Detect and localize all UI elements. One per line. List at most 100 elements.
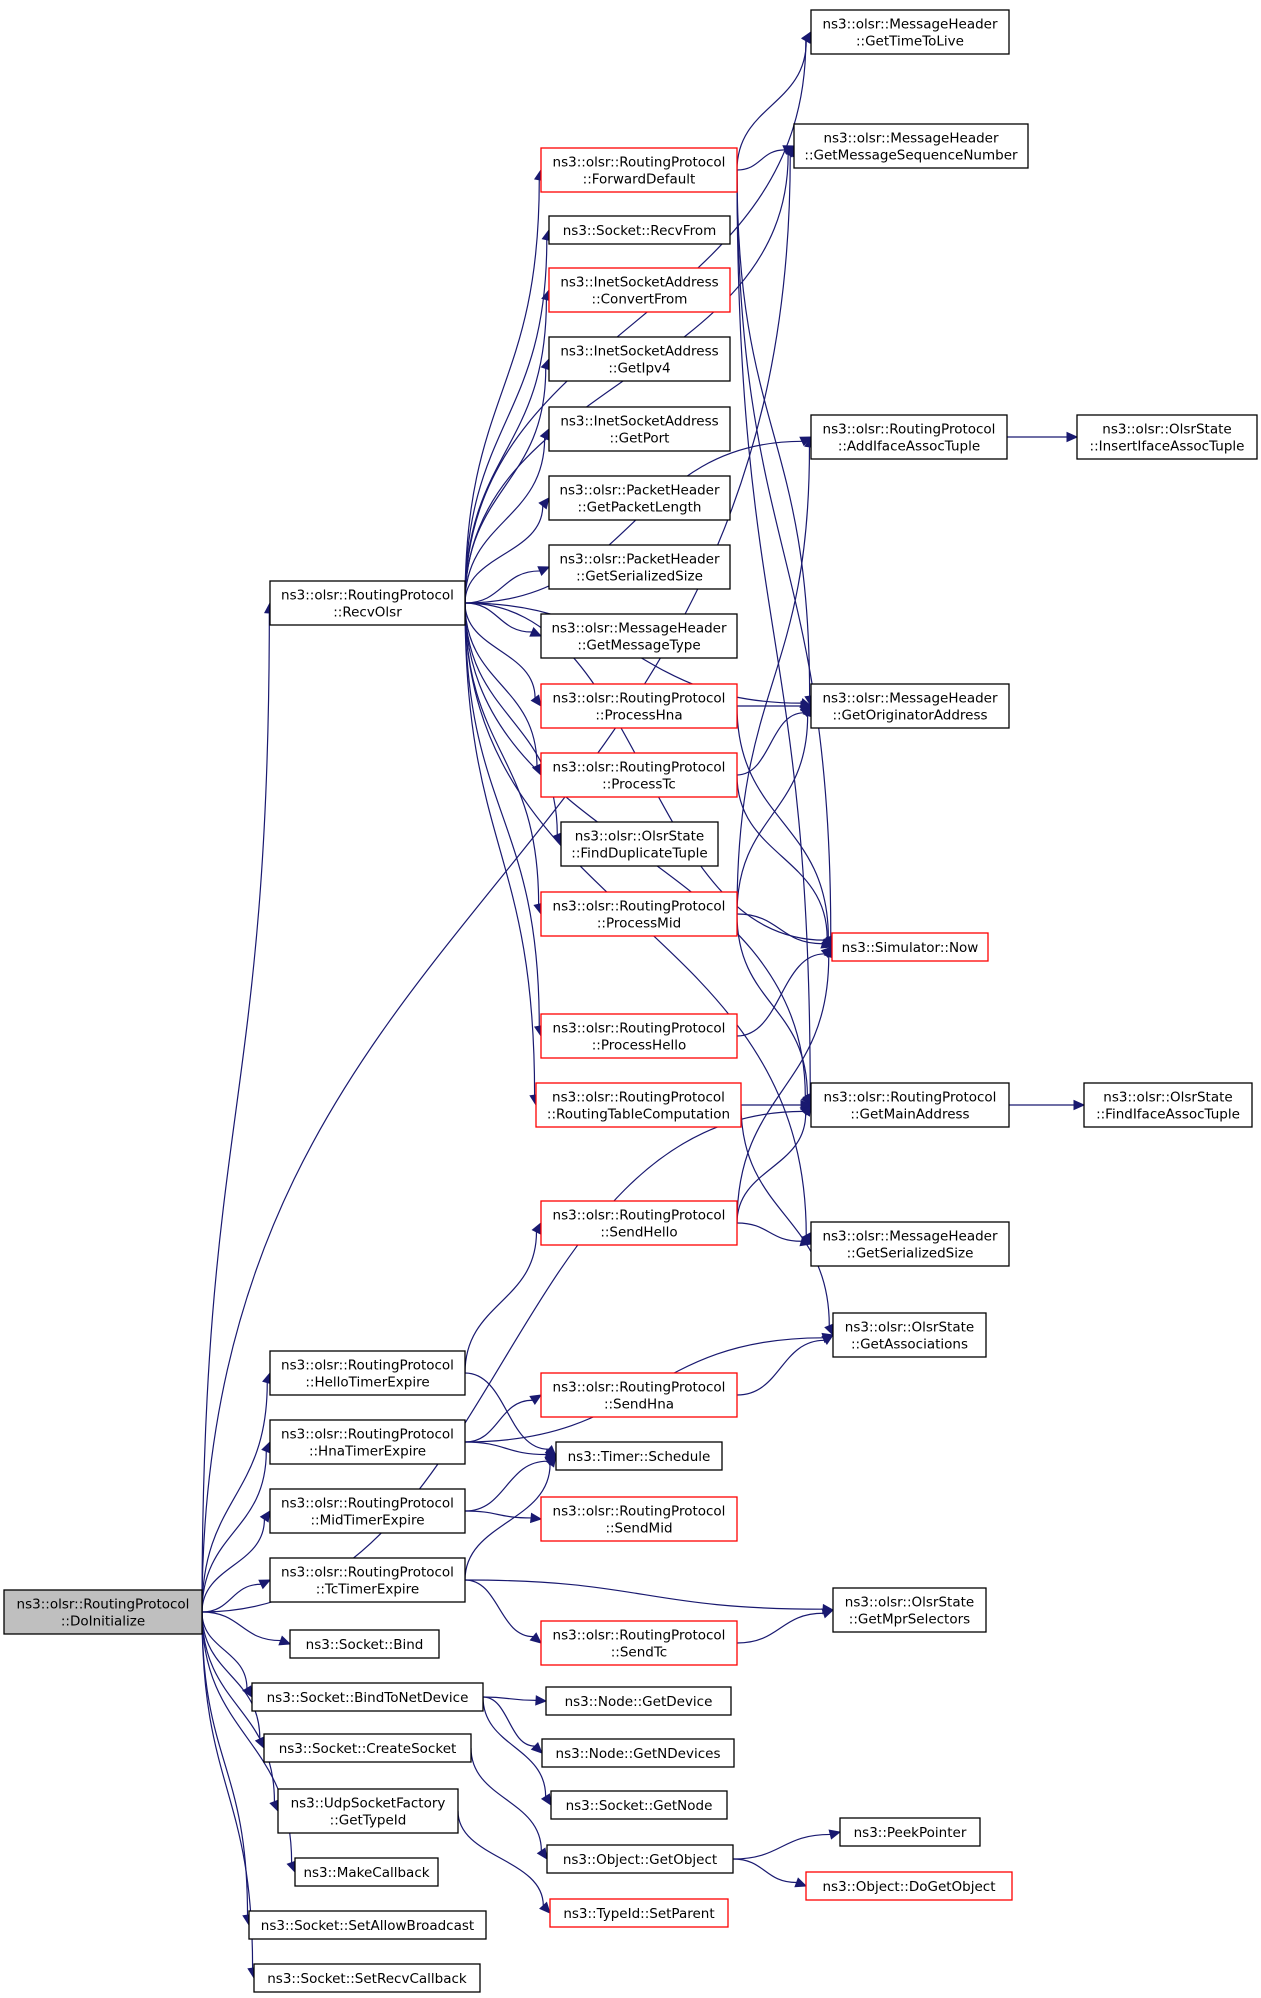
node-box (540, 683, 738, 729)
node-doinit[interactable]: ns3::olsr::RoutingProtocol::DoInitialize (3, 1589, 203, 1635)
node-recvolsr[interactable]: ns3::olsr::RoutingProtocol::RecvOlsr (269, 580, 466, 626)
node-label: ::RoutingTableComputation (547, 1107, 730, 1123)
node-msgserialsize[interactable]: ns3::olsr::MessageHeader::GetSerializedS… (810, 1221, 1010, 1267)
node-box (540, 891, 738, 937)
node-objdogetobject[interactable]: ns3::Object::DoGetObject (805, 1871, 1013, 1901)
node-findduplicate[interactable]: ns3::olsr::OlsrState::FindDuplicateTuple (560, 821, 719, 867)
node-label: ns3::olsr::RoutingProtocol (823, 422, 996, 438)
node-setrecvcallback[interactable]: ns3::Socket::SetRecvCallback (253, 1963, 481, 1993)
node-getmainaddr[interactable]: ns3::olsr::RoutingProtocol::GetMainAddre… (810, 1082, 1010, 1128)
node-label: ::GetMainAddress (850, 1107, 969, 1123)
node-getmessagetype[interactable]: ns3::olsr::MessageHeader::GetMessageType (540, 613, 738, 659)
node-gettimetolive[interactable]: ns3::olsr::MessageHeader::GetTimeToLive (810, 9, 1010, 55)
node-socketbind[interactable]: ns3::Socket::Bind (289, 1629, 440, 1659)
node-objgetobject[interactable]: ns3::Object::GetObject (546, 1844, 734, 1874)
node-box (832, 1587, 987, 1633)
arrow-head (539, 1901, 551, 1914)
node-box (548, 475, 731, 521)
node-box (263, 1733, 472, 1763)
node-sendtc[interactable]: ns3::olsr::RoutingProtocol::SendTc (540, 1620, 738, 1666)
node-label: ns3::TypeId::SetParent (563, 1906, 714, 1922)
node-label: ::TcTimerExpire (316, 1582, 419, 1598)
node-getmprselectors[interactable]: ns3::olsr::OlsrState::GetMprSelectors (832, 1587, 987, 1633)
arrow-head (540, 1793, 552, 1807)
node-udpgettypeid[interactable]: ns3::UdpSocketFactory::GetTypeId (277, 1788, 459, 1834)
node-label: ns3::MakeCallback (303, 1865, 429, 1881)
edge-recvolsr-processtc (464, 602, 538, 766)
node-sendhello[interactable]: ns3::olsr::RoutingProtocol::SendHello (540, 1200, 738, 1246)
node-box (540, 1496, 738, 1542)
node-processmid[interactable]: ns3::olsr::RoutingProtocol::ProcessMid (540, 891, 738, 937)
node-label: ns3::olsr::RoutingProtocol (553, 155, 726, 171)
node-label: ::GetAssociations (851, 1337, 968, 1353)
node-processtc[interactable]: ns3::olsr::RoutingProtocol::ProcessTc (540, 752, 738, 798)
edge-processmid-getorigaddr (736, 715, 809, 915)
node-box (548, 544, 731, 590)
node-createsocket[interactable]: ns3::Socket::CreateSocket (263, 1733, 472, 1763)
node-box (549, 1898, 729, 1928)
node-getport[interactable]: ns3::InetSocketAddress::GetPort (548, 406, 731, 452)
node-processhna[interactable]: ns3::olsr::RoutingProtocol::ProcessHna (540, 683, 738, 729)
node-peekpointer[interactable]: ns3::PeekPointer (839, 1817, 981, 1847)
node-pktserialsize[interactable]: ns3::olsr::PacketHeader::GetSerializedSi… (548, 544, 731, 590)
node-processhello[interactable]: ns3::olsr::RoutingProtocol::ProcessHello (540, 1013, 738, 1059)
node-label: ns3::olsr::RoutingProtocol (281, 1427, 454, 1443)
node-addifaceassoc[interactable]: ns3::olsr::RoutingProtocol::AddIfaceAsso… (810, 414, 1008, 460)
node-makecallback[interactable]: ns3::MakeCallback (294, 1857, 439, 1887)
node-label: ns3::InetSocketAddress (560, 414, 718, 430)
edge-forwarddefault-getorigaddr (736, 169, 811, 697)
node-label: ns3::olsr::RoutingProtocol (281, 1496, 454, 1512)
node-simnow[interactable]: ns3::Simulator::Now (831, 932, 989, 962)
node-nodegetdevice[interactable]: ns3::Node::GetDevice (545, 1686, 732, 1716)
node-findifaceassoc[interactable]: ns3::olsr::OlsrState::FindIfaceAssocTupl… (1083, 1082, 1253, 1128)
node-box (560, 821, 719, 867)
node-convertfrom[interactable]: ns3::InetSocketAddress::ConvertFrom (548, 267, 731, 313)
node-box (805, 1871, 1013, 1901)
node-getpacketlength[interactable]: ns3::olsr::PacketHeader::GetPacketLength (548, 475, 731, 521)
node-box (540, 1013, 738, 1059)
node-box (550, 1790, 728, 1820)
arrow-head (801, 30, 812, 44)
node-hnatimer[interactable]: ns3::olsr::RoutingProtocol::HnaTimerExpi… (269, 1419, 466, 1465)
node-box (269, 1419, 466, 1465)
node-socketgetnode[interactable]: ns3::Socket::GetNode (550, 1790, 728, 1820)
edge-objgetobject-peekpointer (732, 1833, 831, 1860)
node-nodegetndevices[interactable]: ns3::Node::GetNDevices (541, 1738, 735, 1768)
node-forwarddefault[interactable]: ns3::olsr::RoutingProtocol::ForwardDefau… (540, 147, 738, 193)
node-box (535, 1082, 742, 1128)
node-setallowbroadcast[interactable]: ns3::Socket::SetAllowBroadcast (248, 1910, 487, 1940)
node-getipv4[interactable]: ns3::InetSocketAddress::GetIpv4 (548, 336, 731, 382)
node-sendmid[interactable]: ns3::olsr::RoutingProtocol::SendMid (540, 1496, 738, 1542)
node-tctimer[interactable]: ns3::olsr::RoutingProtocol::TcTimerExpir… (269, 1557, 466, 1603)
node-label: ns3::Node::GetNDevices (556, 1746, 721, 1762)
node-label: ns3::Socket::Bind (306, 1637, 424, 1653)
edge-sendtc-getmprselectors (736, 1612, 824, 1644)
node-label: ns3::InetSocketAddress (560, 344, 718, 360)
node-box (555, 1441, 723, 1471)
edge-doinit-recvolsr (201, 612, 270, 1613)
edge-doinit-hellotimer (201, 1382, 268, 1613)
edge-doinit-socketbind (201, 1611, 281, 1642)
node-recvfrom[interactable]: ns3::Socket::RecvFrom (548, 215, 731, 245)
arrow-head (531, 1221, 542, 1235)
node-getassociations[interactable]: ns3::olsr::OlsrState::GetAssociations (832, 1312, 987, 1358)
node-rtcomp[interactable]: ns3::olsr::RoutingProtocol::RoutingTable… (535, 1082, 742, 1128)
node-label: ns3::olsr::OlsrState (1102, 422, 1231, 438)
node-label: ns3::olsr::RoutingProtocol (824, 1090, 997, 1106)
node-getorigaddr[interactable]: ns3::olsr::MessageHeader::GetOriginatorA… (810, 683, 1010, 729)
node-midtimer[interactable]: ns3::olsr::RoutingProtocol::MidTimerExpi… (269, 1488, 466, 1534)
edge-hnatimer-timerschedule (464, 1441, 547, 1456)
arrow-head (1066, 431, 1079, 443)
node-sendhna[interactable]: ns3::olsr::RoutingProtocol::SendHna (540, 1372, 738, 1418)
edge-objgetobject-objdogetobject (732, 1858, 797, 1884)
node-hellotimer[interactable]: ns3::olsr::RoutingProtocol::HelloTimerEx… (269, 1350, 466, 1396)
edge-recvolsr-getipv4 (464, 368, 547, 604)
node-bindtonetdevice[interactable]: ns3::Socket::BindToNetDevice (251, 1682, 484, 1712)
edge-recvolsr-forwarddefault (464, 179, 540, 604)
node-typeidsetparent[interactable]: ns3::TypeId::SetParent (549, 1898, 729, 1928)
node-timerschedule[interactable]: ns3::Timer::Schedule (555, 1441, 723, 1471)
node-getmsgseq[interactable]: ns3::olsr::MessageHeader::GetMessageSequ… (793, 123, 1029, 169)
node-box (269, 1350, 466, 1396)
node-box (810, 414, 1008, 460)
node-insertifaceassoc[interactable]: ns3::olsr::OlsrState::InsertIfaceAssocTu… (1076, 414, 1258, 460)
